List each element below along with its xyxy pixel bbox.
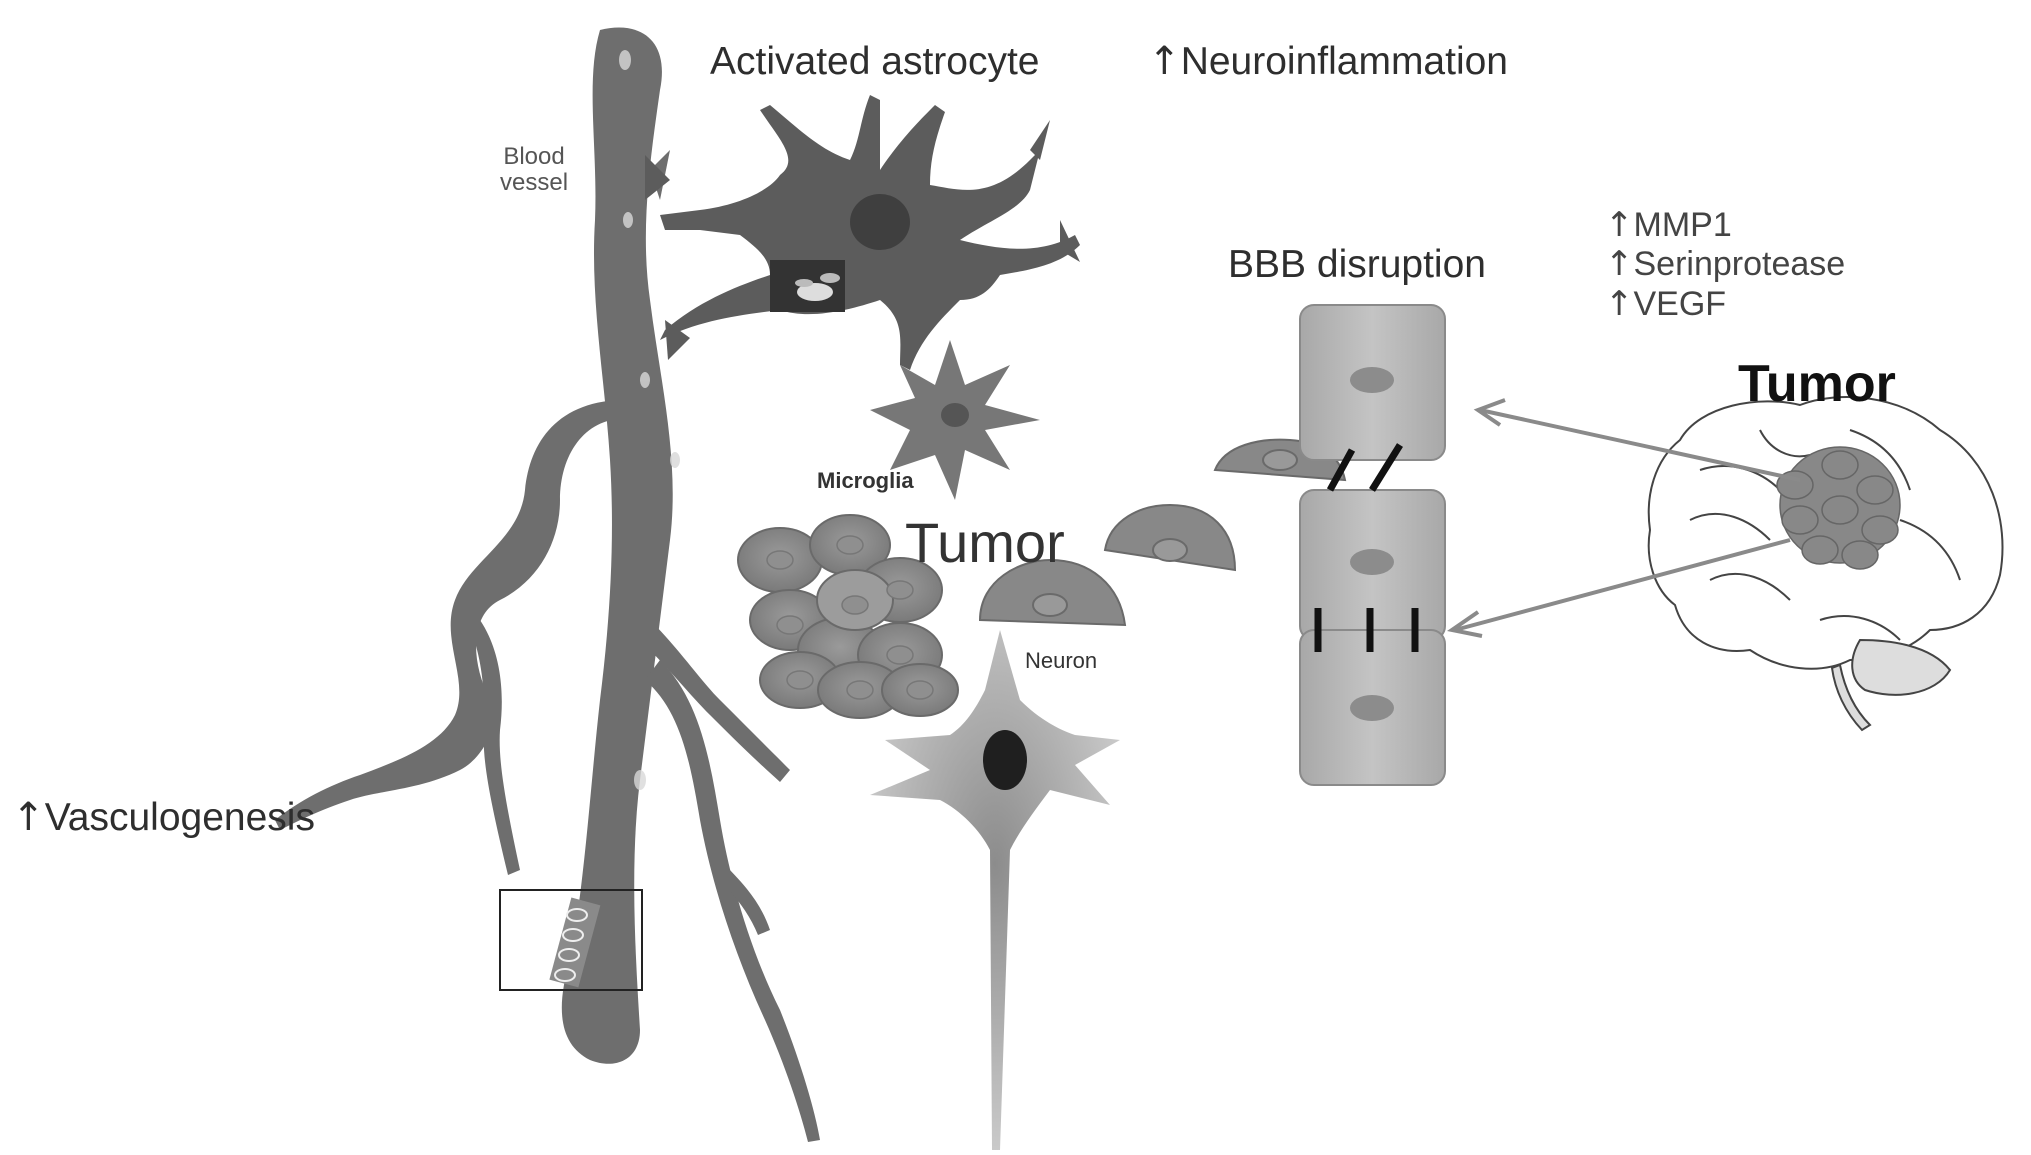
tumor-center-label: Tumor [905,511,1065,574]
blood-vessel [275,27,820,1142]
neuron-cell [870,630,1120,1150]
pills-icon [770,260,845,312]
vegf-label: ↑VEGF [1605,287,1726,321]
neuroinflammation-label: ↑Neuroinflammation [1148,42,1508,81]
tumor-cluster-nuclei [766,535,934,700]
up-arrow-icon: ↑ [1605,244,1634,284]
serinprotease-text: Serinprotease [1633,245,1846,283]
vegf-text: VEGF [1633,285,1727,323]
microglia-cell [870,340,1040,500]
serinprotease-label: ↑Serinprotease [1605,247,1845,281]
mmp1-text: MMP1 [1633,206,1732,244]
microglia-label: Microglia [817,468,914,493]
vasculogenesis-label: ↑Vasculogenesis [12,798,315,837]
blood-vessel-label: Blood vessel [500,145,568,195]
blood-vessel-label-line1: Blood [503,143,565,170]
vasculogenesis-text: Vasculogenesis [44,796,315,839]
up-arrow-icon: ↑ [12,795,45,840]
activated-astrocyte-label: Activated astrocyte [710,40,1040,83]
bbb-disruption-label: BBB disruption [1228,243,1486,286]
migrating-tumor-cells [978,438,1347,627]
mmp1-label: ↑MMP1 [1605,208,1732,242]
brain-tumor-label: Tumor [1738,355,1896,413]
bbb-column [1299,304,1446,786]
blood-vessel-label-line2: vessel [500,169,569,196]
up-arrow-icon: ↑ [1148,39,1181,84]
astrocyte-nucleus [850,194,910,250]
neuron-label: Neuron [1025,648,1098,673]
brain-to-bbb-arrows [1446,398,1801,638]
up-arrow-icon: ↑ [1605,284,1634,324]
brain-illustration [1647,396,2004,732]
up-arrow-icon: ↑ [1605,205,1634,245]
vasculogenesis-box [499,889,643,991]
vessel-highlights [619,50,680,790]
neuroinflammation-text: Neuroinflammation [1180,40,1508,83]
brain-tumor-mass [1776,446,1901,570]
